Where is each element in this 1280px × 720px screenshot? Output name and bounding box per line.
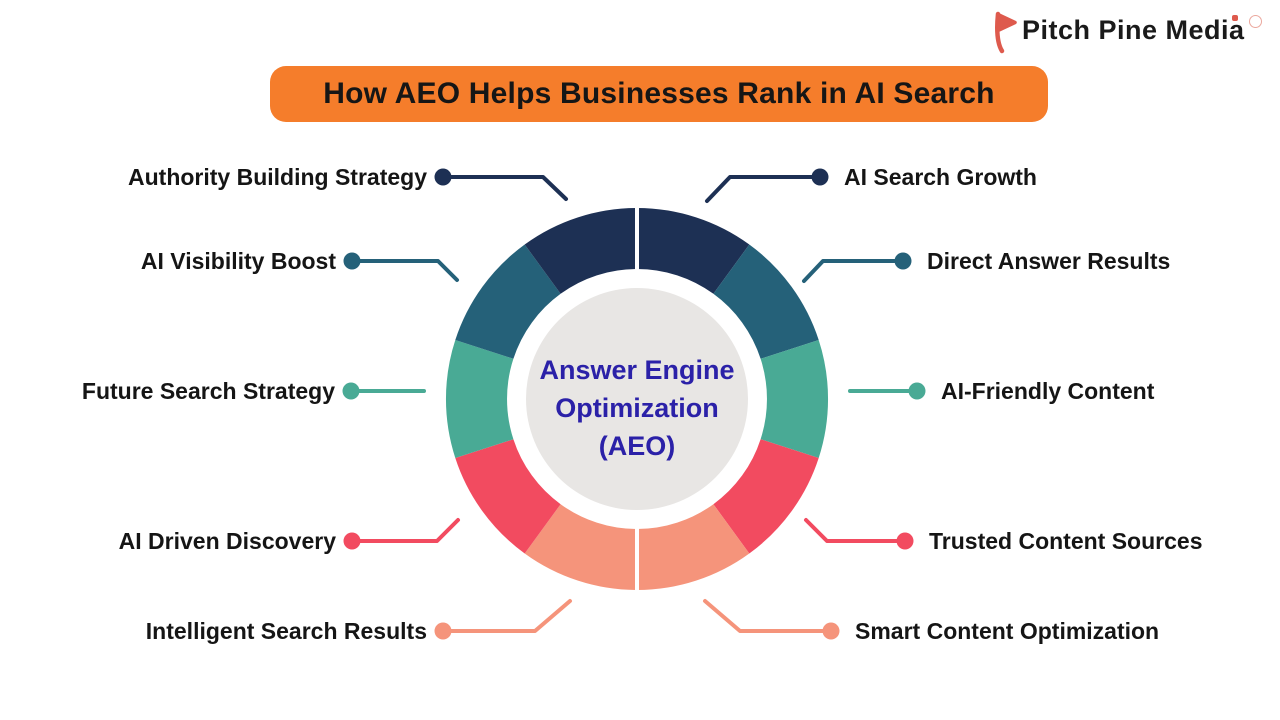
center-label-line3: (AEO) xyxy=(598,431,676,461)
donut-ring xyxy=(445,208,829,590)
connector-dot-smart-content-optimization xyxy=(822,622,840,640)
center-label-line2: Optimization xyxy=(555,393,719,423)
brand-name: Pitch Pine Media xyxy=(1022,15,1245,45)
connector-dot-ai-search-growth xyxy=(811,168,829,186)
connector-trusted-content-sources xyxy=(804,518,907,543)
center-label: Answer Engine Optimization (AEO) xyxy=(527,351,747,465)
flag-icon xyxy=(995,11,1017,54)
donut-segment-ai-driven-discovery xyxy=(455,439,561,554)
connector-ai-driven-discovery xyxy=(350,518,460,543)
connector-dot-ai-friendly-content xyxy=(908,382,926,400)
label-ai-visibility-boost: AI Visibility Boost xyxy=(140,248,336,274)
label-ai-friendly-content: AI-Friendly Content xyxy=(941,378,1155,404)
title-banner: How AEO Helps Businesses Rank in AI Sear… xyxy=(270,66,1048,122)
label-trusted-content-sources: Trusted Content Sources xyxy=(929,528,1203,554)
connector-ai-search-growth xyxy=(705,175,822,203)
donut-segment-intelligent-search-results xyxy=(524,504,637,590)
donut-segment-trusted-content-sources xyxy=(713,439,819,554)
label-ai-driven-discovery: AI Driven Discovery xyxy=(118,528,336,554)
label-future-search-strategy: Future Search Strategy xyxy=(81,378,335,404)
connector-authority-building-strategy xyxy=(441,175,568,201)
label-intelligent-search-results: Intelligent Search Results xyxy=(145,618,427,644)
label-authority-building-strategy: Authority Building Strategy xyxy=(128,164,427,190)
donut-segment-smart-content-optimization xyxy=(637,504,750,590)
connector-dot-authority-building-strategy xyxy=(434,168,452,186)
center-circle xyxy=(526,288,748,510)
label-direct-answer-results: Direct Answer Results xyxy=(927,248,1171,274)
brand-logo: Pitch Pine Media xyxy=(0,0,1280,60)
logo-accent-dot xyxy=(1232,15,1238,21)
connector-intelligent-search-results xyxy=(441,599,572,633)
donut-segment-ai-friendly-content xyxy=(760,340,829,458)
label-ai-search-growth: AI Search Growth xyxy=(844,164,1037,190)
label-smart-content-optimization: Smart Content Optimization xyxy=(855,618,1160,644)
donut-segment-future-search-strategy xyxy=(445,340,514,458)
connector-dot-direct-answer-results xyxy=(894,252,912,270)
connector-dot-trusted-content-sources xyxy=(896,532,914,550)
connector-ai-visibility-boost xyxy=(350,259,459,282)
donut-segment-authority-building-strategy xyxy=(524,208,637,294)
page-title: How AEO Helps Businesses Rank in AI Sear… xyxy=(323,77,995,110)
connector-direct-answer-results xyxy=(802,259,905,283)
donut-segment-ai-search-growth xyxy=(637,208,750,294)
connector-dot-ai-visibility-boost xyxy=(343,252,361,270)
donut-segment-ai-visibility-boost xyxy=(455,244,561,359)
connector-dot-future-search-strategy xyxy=(342,382,360,400)
donut-segment-direct-answer-results xyxy=(713,244,819,359)
trademark-icon xyxy=(1249,15,1262,28)
center-label-line1: Answer Engine xyxy=(539,355,735,385)
connector-smart-content-optimization xyxy=(703,599,833,633)
connector-dot-intelligent-search-results xyxy=(434,622,452,640)
connector-dot-ai-driven-discovery xyxy=(343,532,361,550)
